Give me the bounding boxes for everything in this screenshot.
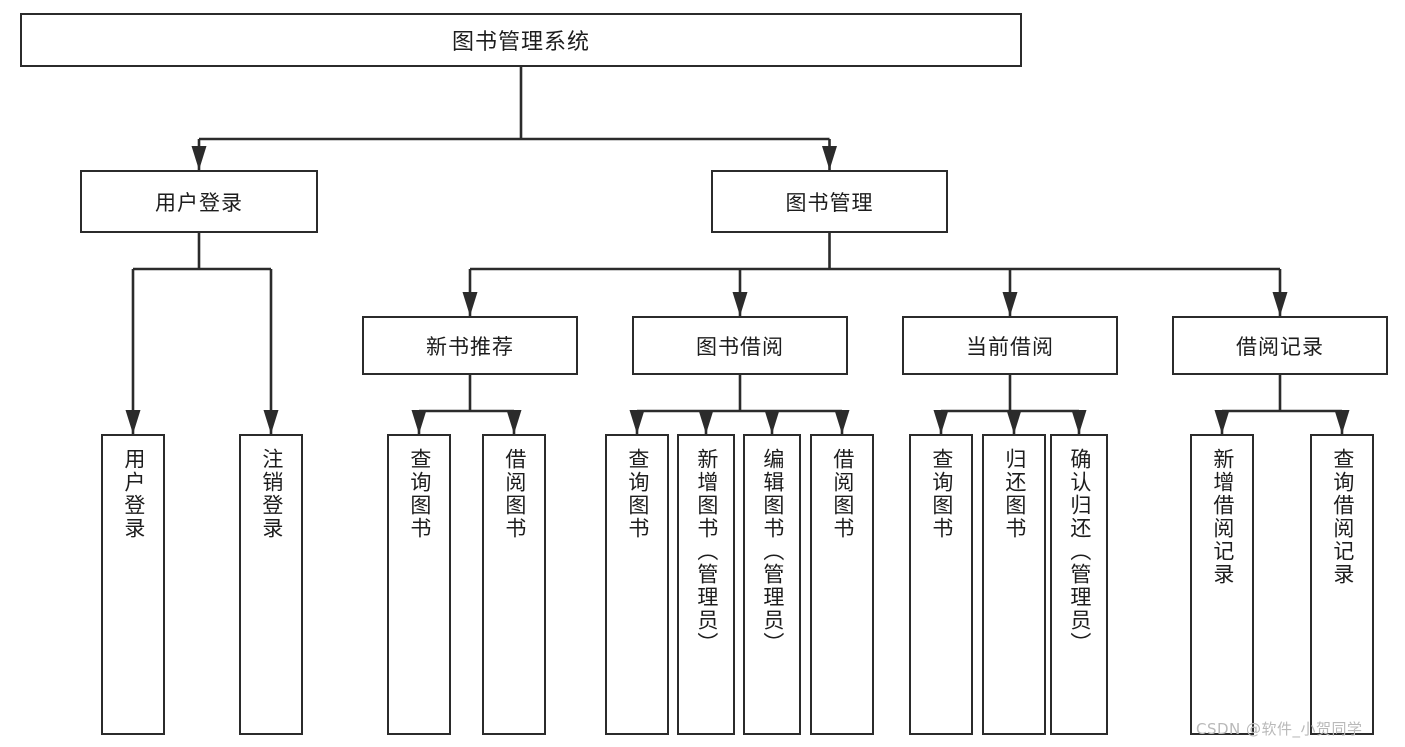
node-label: 确认归还（管理员） — [1067, 448, 1092, 655]
node-root[interactable]: 图书管理系统 — [20, 13, 1022, 67]
node-book-manage[interactable]: 图书管理 — [711, 170, 948, 233]
node-label: 新增图书（管理员） — [694, 448, 719, 655]
node-leaf-user-login[interactable]: 用户登录 — [101, 434, 165, 735]
node-label: 注销登录 — [259, 448, 284, 540]
node-leaf-query-book-1[interactable]: 查询图书 — [387, 434, 451, 735]
node-label: 查询图书 — [407, 448, 432, 540]
node-book-borrow[interactable]: 图书借阅 — [632, 316, 848, 375]
node-label: 归还图书 — [1002, 448, 1027, 540]
node-label: 新书推荐 — [426, 334, 514, 359]
node-leaf-return-book[interactable]: 归还图书 — [982, 434, 1046, 735]
node-label: 用户登录 — [155, 190, 243, 215]
node-leaf-add-record[interactable]: 新增借阅记录 — [1190, 434, 1254, 735]
node-leaf-borrow-book-1[interactable]: 借阅图书 — [482, 434, 546, 735]
node-label: 用户登录 — [121, 448, 146, 540]
node-user-login[interactable]: 用户登录 — [80, 170, 318, 233]
node-label: 编辑图书（管理员） — [760, 448, 785, 655]
node-borrow-record[interactable]: 借阅记录 — [1172, 316, 1388, 375]
node-new-book-rec[interactable]: 新书推荐 — [362, 316, 578, 375]
node-label: 借阅图书 — [502, 448, 527, 540]
node-label: 查询图书 — [929, 448, 954, 540]
node-label: 新增借阅记录 — [1210, 448, 1235, 586]
node-label: 借阅记录 — [1236, 334, 1324, 359]
node-label: 图书管理系统 — [451, 30, 590, 55]
node-label: 图书借阅 — [696, 334, 784, 359]
node-label: 查询图书 — [625, 448, 650, 540]
node-leaf-query-record[interactable]: 查询借阅记录 — [1310, 434, 1374, 735]
node-leaf-query-book-2[interactable]: 查询图书 — [605, 434, 669, 735]
node-leaf-add-book[interactable]: 新增图书（管理员） — [677, 434, 735, 735]
node-leaf-logout-login[interactable]: 注销登录 — [239, 434, 303, 735]
node-leaf-edit-book[interactable]: 编辑图书（管理员） — [743, 434, 801, 735]
node-label: 图书管理 — [785, 190, 874, 215]
node-current-borrow[interactable]: 当前借阅 — [902, 316, 1118, 375]
node-label: 借阅图书 — [830, 448, 855, 540]
node-label: 查询借阅记录 — [1330, 448, 1355, 586]
node-leaf-confirm-return[interactable]: 确认归还（管理员） — [1050, 434, 1108, 735]
node-label: 当前借阅 — [966, 334, 1054, 359]
watermark: CSDN @软件_小贺同学 — [1196, 720, 1363, 738]
node-leaf-borrow-book-2[interactable]: 借阅图书 — [810, 434, 874, 735]
node-leaf-query-book-3[interactable]: 查询图书 — [909, 434, 973, 735]
